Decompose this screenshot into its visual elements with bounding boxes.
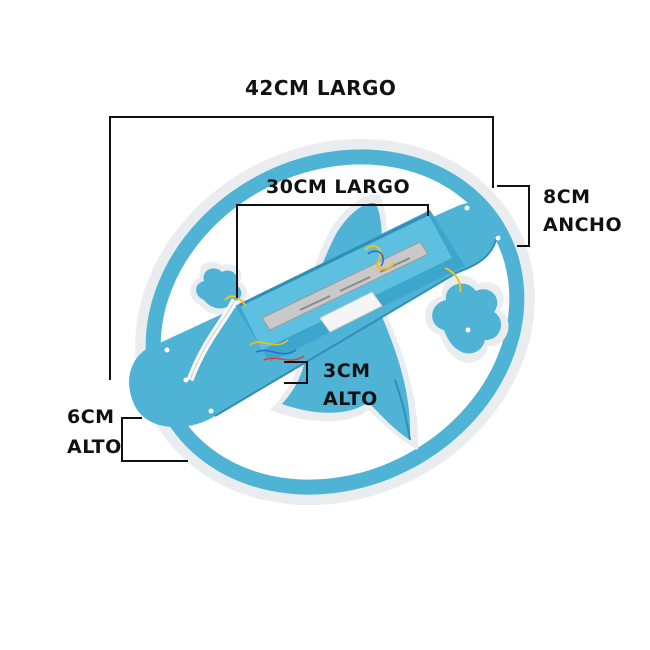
inner-length-label: 30CM LARGO bbox=[266, 176, 411, 198]
total-length-label: 42CM LARGO bbox=[245, 76, 397, 100]
width-unit-label: ANCHO bbox=[543, 214, 623, 236]
plate-height-value-label: 6CM bbox=[67, 406, 115, 428]
driver-tray bbox=[186, 210, 465, 382]
dim-line-inner-length bbox=[236, 204, 429, 298]
dim-line-total-length bbox=[109, 116, 494, 380]
dim-line-box-height bbox=[284, 361, 308, 384]
box-height-unit-label: ALTO bbox=[323, 388, 378, 410]
width-value-label: 8CM bbox=[543, 186, 591, 208]
plate-height-unit-label: ALTO bbox=[67, 436, 122, 458]
dim-line-plate-height bbox=[121, 417, 188, 462]
dimension-lines bbox=[109, 116, 530, 462]
right-cloud bbox=[425, 275, 509, 363]
dim-line-width bbox=[497, 185, 530, 247]
box-height-value-label: 3CM bbox=[323, 360, 371, 382]
